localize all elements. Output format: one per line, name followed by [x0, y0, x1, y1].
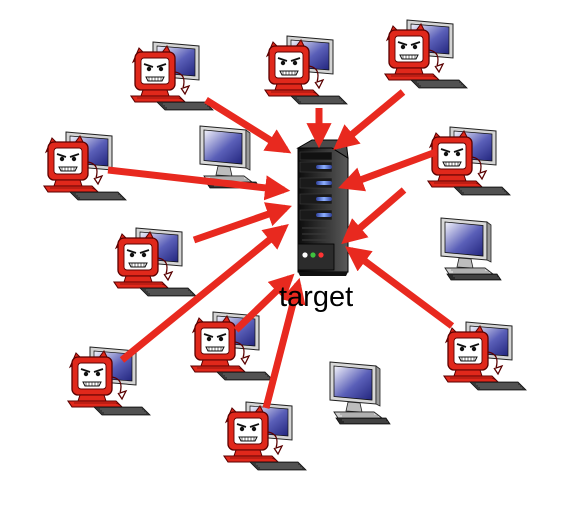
- zombie-computer-3: [384, 19, 468, 89]
- zombie-computer-10: [223, 401, 307, 471]
- zombie-computer-8: [67, 346, 151, 416]
- attack-arrow-5: [107, 166, 291, 201]
- attack-arrow-7: [119, 224, 289, 363]
- zombie-computer-9: [443, 321, 527, 391]
- target-label: target: [279, 281, 353, 313]
- zombie-computer-2: [264, 35, 348, 105]
- attack-arrow-6: [192, 202, 292, 244]
- benign-computer-3: [329, 361, 391, 425]
- attack-arrow-1: [204, 97, 292, 154]
- benign-computer-2: [440, 217, 502, 281]
- attack-arrow-3: [333, 89, 406, 151]
- attack-arrows: [107, 89, 455, 409]
- attack-arrow-10: [344, 246, 455, 329]
- attack-arrow-11: [341, 187, 407, 245]
- zombie-computer-6: [113, 227, 197, 297]
- attack-arrow-9: [262, 277, 306, 409]
- zombie-computer-1: [130, 41, 214, 111]
- zombie-computer-5: [43, 131, 127, 201]
- zombie-computer-4: [427, 126, 511, 196]
- zombie-computer-7: [190, 311, 274, 381]
- attack-arrow-8: [233, 273, 295, 333]
- server-tower-icon: [296, 139, 349, 276]
- attack-arrow-4: [338, 148, 438, 192]
